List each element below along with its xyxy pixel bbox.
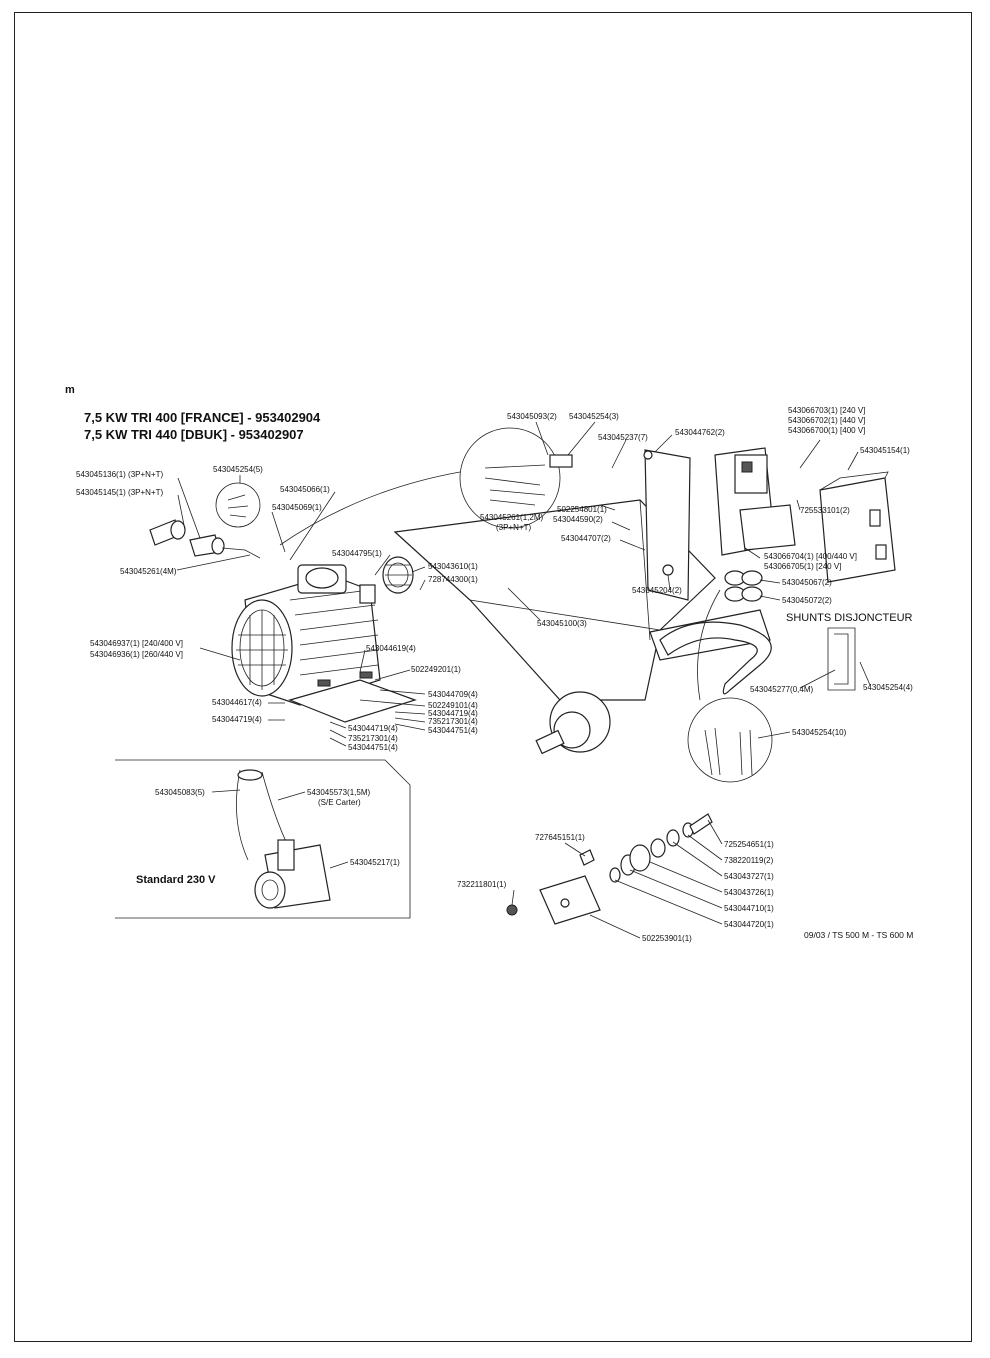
label-543044709-4: 543044709(4) bbox=[428, 690, 478, 699]
label-725254651-1: 725254651(1) bbox=[724, 840, 774, 849]
cable-detail-circle bbox=[459, 427, 573, 529]
label-543045067-2: 543045067(2) bbox=[782, 578, 832, 587]
screw-and-nut bbox=[506, 849, 595, 916]
label-735217301-4-a: 735217301(4) bbox=[428, 717, 478, 726]
label-543043727-1: 543043727(1) bbox=[724, 872, 774, 881]
label-502249201-1: 502249201(1) bbox=[411, 665, 461, 674]
wire-detail-circle bbox=[687, 697, 773, 783]
label-543045277-0-4m: 543045277(0,4M) bbox=[750, 685, 813, 694]
label-738220119-2: 738220119(2) bbox=[724, 856, 774, 865]
label-543045261-4m: 543045261(4M) bbox=[120, 567, 177, 576]
label-728744300-1: 728744300(1) bbox=[428, 575, 478, 584]
label-543066704-1: 543066704(1) [400/440 V] bbox=[764, 552, 857, 561]
label-543066700-1: 543066700(1) [400 V] bbox=[788, 426, 865, 435]
label-502253901-1: 502253901(1) bbox=[642, 934, 692, 943]
shunt-clip bbox=[827, 627, 856, 691]
label-543066705-1: 543066705(1) [240 V] bbox=[764, 562, 841, 571]
label-543043610-1: 543043610(1) bbox=[428, 562, 478, 571]
title-line-2: 7,5 KW TRI 440 [DBUK] - 953402907 bbox=[84, 427, 304, 442]
label-543045217-1: 543045217(1) bbox=[350, 858, 400, 867]
label-543045145-1: 543045145(1) (3P+N+T) bbox=[76, 488, 164, 497]
label-543044619-4: 543044619(4) bbox=[366, 644, 416, 653]
plug-connectors bbox=[149, 519, 261, 559]
standard-230v-label: Standard 230 V bbox=[136, 874, 216, 886]
label-543044751-4-b: 543044751(4) bbox=[348, 743, 398, 752]
footer-reference: 09/03 / TS 500 M - TS 600 M bbox=[804, 930, 913, 940]
standard-inset-frame bbox=[115, 759, 411, 919]
standard-230v-motor bbox=[236, 769, 331, 909]
label-543044751-4-a: 543044751(4) bbox=[428, 726, 478, 735]
contactor-switch bbox=[714, 447, 796, 556]
label-543044762-2: 543044762(2) bbox=[675, 428, 725, 437]
label-543045254-5: 543045254(5) bbox=[213, 465, 263, 474]
label-543044707-2: 543044707(2) bbox=[561, 534, 611, 543]
handle-tube bbox=[659, 621, 772, 695]
label-543044719-4-a: 543044719(4) bbox=[428, 709, 478, 718]
label-725533101-2: 725533101(2) bbox=[800, 506, 850, 515]
label-543046936-1: 543046936(1) [260/440 V] bbox=[90, 650, 183, 659]
electric-motor bbox=[231, 564, 381, 706]
label-543045254-4: 543045254(4) bbox=[863, 683, 913, 692]
label-543044617-4: 543044617(4) bbox=[212, 698, 262, 707]
label-543044710-1: 543044710(1) bbox=[724, 904, 774, 913]
mounting-bracket bbox=[643, 449, 691, 601]
label-543044719-4-c: 543044719(4) bbox=[348, 724, 398, 733]
leader-lines bbox=[176, 421, 871, 939]
drawing-sheet-border bbox=[14, 12, 972, 1342]
label-543045204-2: 543045204(2) bbox=[632, 586, 682, 595]
label-735217301-4-b: 735217301(4) bbox=[348, 734, 398, 743]
label-543046937-1: 543046937(1) [240/400 V] bbox=[90, 639, 183, 648]
label-543044719-4-b: 543044719(4) bbox=[212, 715, 262, 724]
label-543045136-1: 543045136(1) (3P+N+T) bbox=[76, 470, 164, 479]
sheet-marker: m bbox=[65, 384, 75, 396]
label-543044720-1: 543044720(1) bbox=[724, 920, 774, 929]
label-543045100-3: 543045100(3) bbox=[537, 619, 587, 628]
label-543045254-3: 543045254(3) bbox=[569, 412, 619, 421]
label-543045069-1: 543045069(1) bbox=[272, 503, 322, 512]
cable-glands bbox=[697, 570, 763, 701]
label-543045261-1-2m: 543045261(1,2M) bbox=[480, 513, 543, 522]
drum-roller bbox=[535, 691, 611, 755]
part-labels: 543045093(2) 543045254(3) 543045237(7) 5… bbox=[76, 406, 913, 943]
label-502249101-4: 502249101(4) bbox=[428, 701, 478, 710]
motor-cable bbox=[279, 471, 461, 546]
label-543045066-1: 543045066(1) bbox=[280, 485, 330, 494]
label-3p-n-t: (3P+N+T) bbox=[496, 523, 531, 532]
label-543045072-2: 543045072(2) bbox=[782, 596, 832, 605]
tensioner-plate bbox=[539, 875, 601, 925]
label-s-e-carter: (S/E Carter) bbox=[318, 798, 361, 807]
label-543044590-2: 543044590(2) bbox=[553, 515, 603, 524]
electrical-enclosure bbox=[819, 471, 896, 583]
label-543043726-1: 543043726(1) bbox=[724, 888, 774, 897]
pulley-stack bbox=[609, 813, 713, 883]
shunts-disjoncteur-heading: SHUNTS DISJONCTEUR bbox=[786, 612, 913, 624]
label-543045093-2: 543045093(2) bbox=[507, 412, 557, 421]
label-543066703-1: 543066703(1) [240 V] bbox=[788, 406, 865, 415]
label-543066702-1: 543066702(1) [440 V] bbox=[788, 416, 865, 425]
label-543044795-1: 543044795(1) bbox=[332, 549, 382, 558]
label-502254801-1: 502254801(1) bbox=[557, 505, 607, 514]
title-line-1: 7,5 KW TRI 400 [FRANCE] - 953402904 bbox=[84, 410, 321, 425]
label-543045154-1: 543045154(1) bbox=[860, 446, 910, 455]
label-543045237-7: 543045237(7) bbox=[598, 433, 648, 442]
label-543045573-1-5m: 543045573(1,5M) bbox=[307, 788, 370, 797]
label-727645151-1: 727645151(1) bbox=[535, 833, 585, 842]
label-732211801-1: 732211801(1) bbox=[457, 880, 507, 889]
label-543045083-5: 543045083(5) bbox=[155, 788, 205, 797]
label-543045254-10: 543045254(10) bbox=[792, 728, 847, 737]
wire-terminals-detail bbox=[215, 482, 261, 528]
motor-pulley bbox=[382, 556, 414, 594]
